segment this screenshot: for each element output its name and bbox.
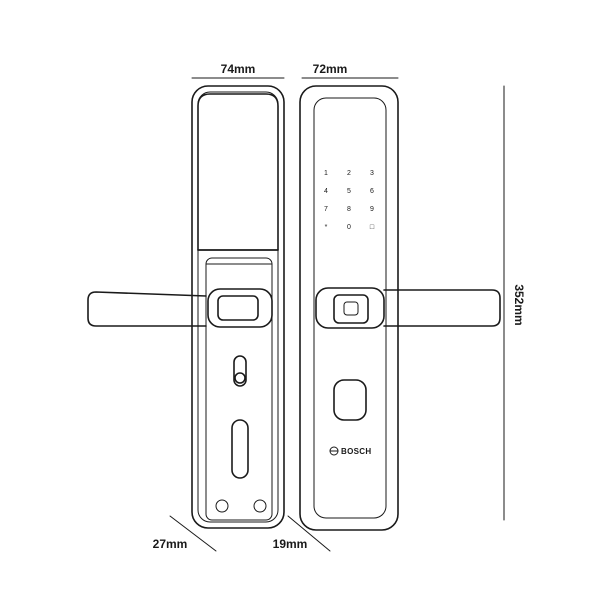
front-lever-handle [383,289,501,327]
keypad-key-9: 9 [370,206,374,213]
back-depth-label: 27mm [153,537,188,551]
front-panel: BOSCH 1 2 3 4 5 6 7 8 9 * 0 □ [299,85,501,531]
back-panel-outline [191,85,285,529]
back-panel [87,85,285,529]
keypad-key-7: 7 [324,206,328,213]
keypad-key-doorbell: □ [370,224,375,231]
keypad-key-8: 8 [347,206,351,213]
keypad-key-1: 1 [324,170,328,177]
fingerprint-sensor [333,294,369,324]
keypad-key-5: 5 [347,188,351,195]
brand-name: BOSCH [341,447,371,456]
front-handle-collar [315,287,385,329]
front-depth-label: 19mm [273,537,308,551]
keypad-key-3: 3 [370,170,374,177]
keypad-key-4: 4 [324,188,328,195]
thumb-turn-slot [233,355,247,387]
front-width-label: 72mm [313,62,348,76]
dimension-annotations: 74mm 72mm 352mm 27mm 19mm [153,62,526,552]
key-cylinder-cover [333,379,367,421]
back-width-label: 74mm [221,62,256,76]
keypad-key-star: * [325,224,328,231]
thumb-turn-knob [234,372,246,384]
key-override-slot [231,419,249,479]
back-lever-handle [87,291,207,327]
keypad-key-2: 2 [347,170,351,177]
back-handle-collar [207,288,273,328]
keypad: 1 2 3 4 5 6 7 8 9 * 0 □ [324,170,375,231]
fingerprint-pad [343,301,359,316]
front-panel-outline [299,85,399,531]
back-depth-line [169,515,217,552]
keypad-key-6: 6 [370,188,374,195]
back-lower-plate [205,257,273,521]
screw-left [215,499,229,513]
battery-cover [197,93,279,251]
screw-right [253,499,267,513]
keypad-key-0: 0 [347,224,351,231]
back-panel-inner-outline [197,91,279,523]
back-handle-button [217,295,259,321]
front-panel-inner-outline [313,97,387,519]
height-label: 352mm [512,284,526,325]
front-depth-line [287,515,331,552]
